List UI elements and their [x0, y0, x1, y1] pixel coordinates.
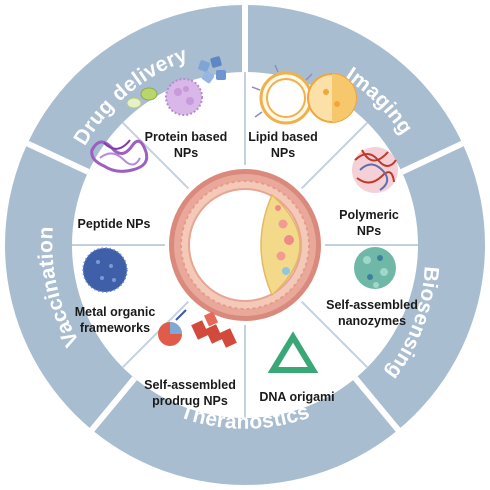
label-protein-based-nps: Protein based NPs: [145, 130, 228, 160]
label-line: DNA origami: [259, 390, 334, 404]
label-metal-organic-frameworks: Metal organic frameworks: [75, 305, 156, 335]
label-self-assembled-prodrug-nps: Self-assembled prodrug NPs: [144, 378, 236, 408]
blood-vessel-cross-section-icon: [165, 165, 325, 325]
mof-icon: [82, 247, 128, 293]
label-line: NPs: [357, 224, 381, 238]
label-line: Metal organic: [75, 305, 156, 319]
label-line: Lipid based: [248, 130, 317, 144]
label-line: prodrug NPs: [152, 394, 228, 408]
label-line: Protein based: [145, 130, 228, 144]
protein-nanoparticle-icon: [126, 56, 226, 116]
dna-origami-icon: [267, 331, 319, 373]
ring-dividers: [24, 3, 466, 434]
label-line: NPs: [271, 146, 295, 160]
label-lipid-based-nps: Lipid based NPs: [248, 130, 317, 160]
prodrug-nanoparticle-icon: [158, 309, 237, 348]
nanozyme-icon: [354, 247, 396, 289]
label-line: Self-assembled: [144, 378, 236, 392]
label-line: NPs: [174, 146, 198, 160]
label-line: Polymeric: [339, 208, 399, 222]
label-dna-origami: DNA origami: [259, 390, 334, 404]
label-line: nanozymes: [338, 314, 406, 328]
sector-lines: [72, 72, 418, 418]
label-line: Peptide NPs: [78, 217, 151, 231]
label-peptide-nps: Peptide NPs: [78, 217, 151, 231]
polymeric-nanoparticle-icon: [352, 147, 398, 193]
label-self-assembled-nanozymes: Self-assembled nanozymes: [326, 298, 418, 328]
label-polymeric-nps: Polymeric NPs: [339, 208, 399, 238]
peptide-nanoparticle-icon: [90, 139, 149, 173]
lipid-nanoparticle-icon: [251, 64, 357, 125]
label-line: Self-assembled: [326, 298, 418, 312]
label-line: frameworks: [80, 321, 150, 335]
